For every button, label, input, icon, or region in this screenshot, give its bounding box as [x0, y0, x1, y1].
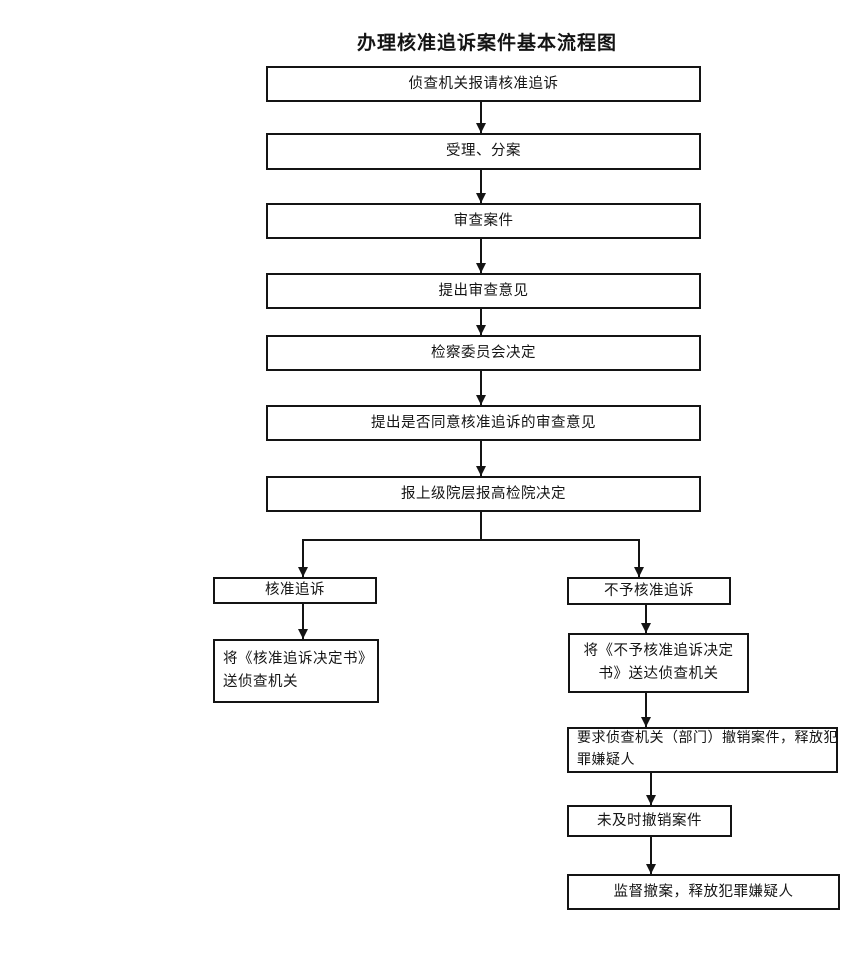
- arrow-withdraw-request: [645, 693, 647, 727]
- flow-arrow-1: [480, 102, 482, 133]
- branch-arrow-right: [638, 541, 640, 577]
- flow-node-label: 未及时撤销案件: [597, 812, 702, 829]
- flow-node-label-line: 送侦查机关: [223, 674, 298, 690]
- flow-node-label-line: 将《不予核准追诉决定: [583, 643, 734, 659]
- branch-stub-line: [480, 512, 482, 541]
- flow-node-review-opinion: 提出审查意见: [266, 273, 701, 309]
- branch-horizontal-line: [302, 539, 640, 541]
- flow-node-label-line: 罪嫌疑人: [577, 753, 635, 768]
- flow-node-label-line: 要求侦查机关（部门）撤销案件，释放犯: [577, 731, 838, 746]
- flowchart-title: 办理核准追诉案件基本流程图: [356, 33, 617, 54]
- flow-node-label: 监督撤案，释放犯罪嫌疑人: [613, 883, 794, 900]
- flow-arrow-6: [480, 441, 482, 476]
- flow-node-not-withdrawn: 未及时撤销案件: [567, 805, 732, 837]
- flow-node-label: 审查案件: [453, 212, 514, 229]
- flow-node-label: 检察委员会决定: [431, 344, 536, 361]
- flow-node-report-request: 侦查机关报请核准追诉: [266, 66, 701, 102]
- flow-node-label-line: 书》送达侦查机关: [598, 666, 719, 682]
- flow-node-committee-decision: 检察委员会决定: [266, 335, 701, 371]
- flow-node-review-case: 审查案件: [266, 203, 701, 239]
- flow-node-label-line: 将《核准追诉决定书》: [223, 651, 373, 667]
- flow-arrow-3: [480, 239, 482, 273]
- flow-node-label: 报上级院层报高检院决定: [401, 485, 566, 502]
- flow-node-label: 核准追诉: [265, 582, 325, 598]
- branch-arrow-left: [302, 541, 304, 577]
- flow-node-supervise-withdraw: 监督撤案，释放犯罪嫌疑人: [567, 874, 840, 910]
- arrow-disapprove-deliver: [645, 605, 647, 633]
- flow-node-withdraw-request: 要求侦查机关（部门）撤销案件，释放犯 罪嫌疑人: [567, 727, 838, 773]
- arrow-approve-deliver: [302, 604, 304, 639]
- flow-node-approve: 核准追诉: [213, 577, 377, 604]
- flow-arrow-5: [480, 371, 482, 405]
- flow-node-disapprove: 不予核准追诉: [567, 577, 731, 605]
- flow-arrow-4: [480, 309, 482, 335]
- arrow-not-withdrawn: [650, 773, 652, 805]
- flow-node-approval-opinion: 提出是否同意核准追诉的审查意见: [266, 405, 701, 441]
- flow-node-approve-deliver: 将《核准追诉决定书》 送侦查机关: [213, 639, 379, 703]
- flow-node-label: 提出审查意见: [438, 282, 529, 299]
- flow-node-label: 受理、分案: [446, 143, 521, 159]
- flow-node-label: 提出是否同意核准追诉的审查意见: [371, 414, 596, 431]
- flow-arrow-2: [480, 170, 482, 203]
- flow-node-label: 侦查机关报请核准追诉: [408, 75, 559, 92]
- flow-node-accept-assign: 受理、分案: [266, 133, 701, 170]
- flow-node-report-superior: 报上级院层报高检院决定: [266, 476, 701, 512]
- flow-node-label: 不予核准追诉: [604, 582, 694, 599]
- arrow-supervise-withdraw: [650, 837, 652, 874]
- flow-node-disapprove-deliver: 将《不予核准追诉决定 书》送达侦查机关: [568, 633, 749, 693]
